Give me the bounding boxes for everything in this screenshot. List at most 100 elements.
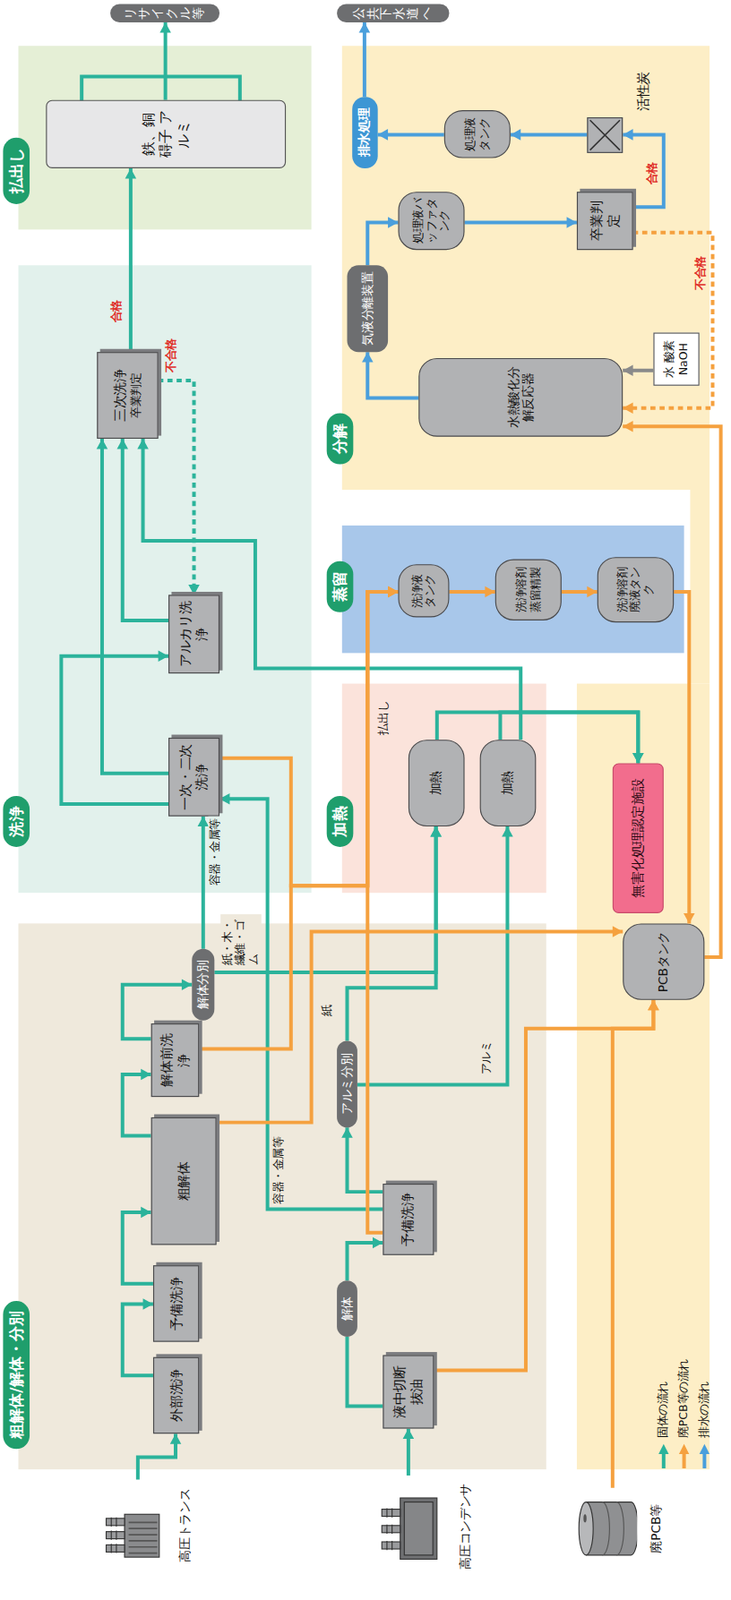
equipment-icon xyxy=(100,1480,166,1574)
text-wrap: 排水処理 xyxy=(357,108,372,158)
node-text: 無害化処理認定施設 xyxy=(629,779,646,899)
arrow-head xyxy=(158,651,169,663)
arrow-head xyxy=(372,1238,383,1250)
arrow-head xyxy=(96,438,109,449)
tank-vessel: 洗浄液タンク xyxy=(397,564,449,618)
text-wrap: アルカリ洗浄 xyxy=(178,600,211,669)
node-text: 卒業判定 xyxy=(589,197,622,246)
flow-line xyxy=(464,220,577,224)
legend-line xyxy=(662,1453,666,1470)
node-text: 予備洗浄 xyxy=(400,1193,417,1247)
process-box: 排水処理 xyxy=(352,96,378,169)
process-pill: 解体分別 xyxy=(191,949,215,1022)
arrow-head xyxy=(219,793,230,806)
arrow-head xyxy=(140,1207,151,1220)
tank-vessel: 水熱酸化分解反応器 xyxy=(418,358,623,438)
note-label: 払出し xyxy=(377,699,391,738)
node-text: 気液分離装置 xyxy=(360,272,375,346)
node-text: 水 酸素 NaOH xyxy=(662,336,690,382)
text-wrap: 解体前洗浄 xyxy=(159,1029,192,1093)
text-wrap: 外部洗浄 xyxy=(168,1369,185,1423)
process-box: 予備洗浄 xyxy=(153,1265,199,1342)
flow-connector xyxy=(346,1238,383,1282)
flow-line xyxy=(346,1127,383,1193)
flow-line xyxy=(143,438,522,740)
flow-connector xyxy=(622,232,713,414)
node-text: 解体 xyxy=(339,1297,354,1322)
arrow-head xyxy=(683,913,696,924)
node-text: 外部洗浄 xyxy=(168,1369,185,1423)
flow-connector xyxy=(158,380,200,595)
legend-text: 固体の流れ xyxy=(656,1382,671,1439)
flow-line xyxy=(214,826,436,973)
input-equipment: 高圧トランス xyxy=(100,1480,193,1574)
node-text: アルミ分別 xyxy=(339,1054,354,1116)
filter-label: 活性炭 xyxy=(635,71,652,112)
process-pill: 公共下水道へ xyxy=(336,4,449,24)
text-wrap: 気液分離装置 xyxy=(360,272,375,346)
node-text: 鉄、銅 碍子 アルミ xyxy=(139,104,191,164)
flow-line xyxy=(163,22,168,101)
flow-line xyxy=(346,1337,383,1407)
arrow-head xyxy=(137,438,149,449)
node-text: 処理液タンク xyxy=(464,115,491,154)
stage-label: 洗浄 xyxy=(2,796,30,848)
flow-line xyxy=(201,817,206,950)
process-box: 液中切断抜油 xyxy=(382,1355,434,1429)
arrow-head xyxy=(647,1000,660,1011)
flow-line xyxy=(346,826,436,1041)
flow-connector xyxy=(367,216,398,266)
arrow-head xyxy=(181,979,192,991)
legend-text: 廃PCB等の流れ xyxy=(677,1359,691,1439)
flow-connector xyxy=(159,22,172,101)
arrow-head xyxy=(622,421,633,433)
legend-text: 排水の流れ xyxy=(697,1382,712,1439)
text-wrap: 鉄、銅 碍子 アルミ xyxy=(139,104,191,164)
flow-connector xyxy=(622,129,664,207)
arrow-head xyxy=(170,1434,182,1445)
tank-vessel: 加熱 xyxy=(480,739,537,827)
legend-arrow xyxy=(679,1444,689,1455)
legend-row: 排水の流れ xyxy=(694,1359,715,1471)
node-text: 処理液バッファタンク xyxy=(411,197,452,246)
legend-arrow xyxy=(699,1444,710,1455)
arrow-head xyxy=(622,403,633,415)
node-text: リサイクル等 xyxy=(124,7,206,20)
node-text: 水熱酸化分解反応器 xyxy=(506,363,536,432)
node-text: 一次・二次洗浄 xyxy=(178,743,211,812)
process-box: 鉄、銅 碍子 アルミ xyxy=(45,100,286,169)
flow-connector xyxy=(137,1434,181,1480)
flow-line xyxy=(122,1212,154,1285)
arrow-head xyxy=(361,352,374,362)
legend-arrow xyxy=(658,1444,669,1455)
flow-connector xyxy=(433,1000,659,1372)
process-pill: リサイクル等 xyxy=(110,4,220,24)
arrow-head xyxy=(140,1069,151,1082)
text-wrap: 解体分別 xyxy=(196,960,211,1010)
flow-line xyxy=(357,826,508,1085)
arrow-head xyxy=(387,586,398,599)
node-text: 加熱 xyxy=(500,771,516,796)
text-wrap: リサイクル等 xyxy=(124,7,206,20)
arrow-head xyxy=(430,826,442,837)
flow-connector xyxy=(219,793,383,1210)
node-text: 加熱 xyxy=(429,771,444,796)
text-wrap: 水熱酸化分解反応器 xyxy=(506,363,536,432)
node-text: 液中切断抜油 xyxy=(392,1360,425,1425)
flow-connector xyxy=(125,168,138,353)
equipment-icon xyxy=(571,1488,637,1571)
flow-line xyxy=(367,592,398,1234)
flow-line xyxy=(367,222,398,266)
stage-band: 分解水熱酸化分解反応器水 酸素 NaOH気液分離装置処理液バッファタンク卒業判定… xyxy=(342,45,710,491)
text-wrap: 無害化処理認定施設 xyxy=(629,779,646,899)
text-wrap: 予備洗浄 xyxy=(400,1193,417,1247)
text-wrap: 処理液タンク xyxy=(464,115,491,154)
flow-line xyxy=(122,985,192,1040)
arrow-head xyxy=(197,817,210,827)
arrow-head xyxy=(403,1429,415,1440)
flow-line xyxy=(622,232,713,409)
flow-connector xyxy=(378,129,445,141)
process-box: 水 酸素 NaOH xyxy=(653,332,699,386)
flow-connector xyxy=(197,817,210,950)
flow-connector xyxy=(96,438,169,774)
